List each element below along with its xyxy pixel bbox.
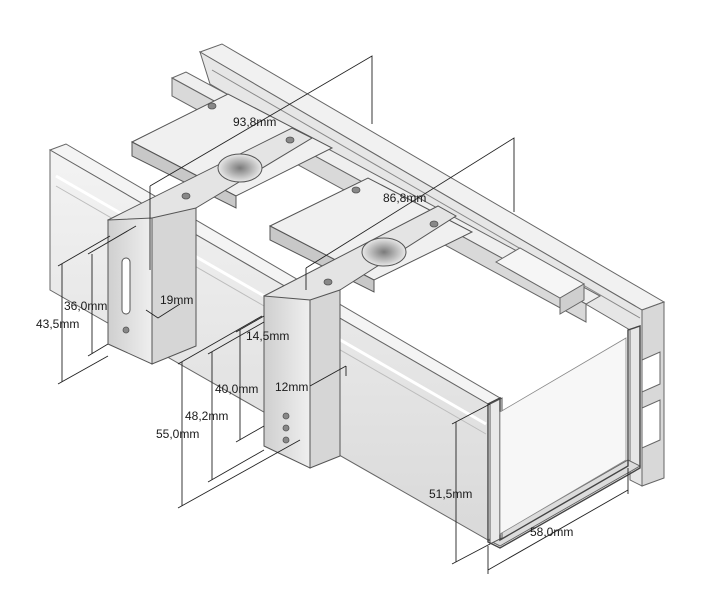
dim-ext-40-0 (207, 321, 265, 355)
bracket-left-hole-small-2 (285, 136, 295, 144)
back-rail-side (641, 301, 665, 487)
label-40-0: 40,0mm (215, 382, 259, 396)
label-93-8: 93,8mm (233, 115, 277, 129)
dim-ext-bottom-a (207, 449, 265, 483)
dim-line-19 (145, 303, 181, 319)
dim-ext-36-0-top (87, 225, 137, 255)
bracket-right-hole-small-2 (429, 220, 439, 228)
back-rail-notch-2 (641, 399, 661, 449)
channel-inner-wall (489, 397, 503, 545)
bracket-right-hole-c (282, 436, 290, 444)
label-51-5: 51,5mm (429, 487, 473, 501)
bracket-right-hole-a (282, 412, 290, 420)
bracket-right-hole-small-1 (351, 186, 361, 194)
bracket-right (262, 177, 474, 469)
bracket-left-slot (121, 257, 131, 315)
dimension-lines (57, 55, 629, 574)
dim-line-12 (309, 365, 347, 387)
label-36-0: 36,0mm (64, 299, 108, 313)
bracket-right-upright-side (309, 289, 341, 469)
bracket-right-hole-small-3 (323, 278, 333, 286)
dim-ext-bottom-b (177, 439, 301, 509)
dim-line-93-8 (149, 55, 373, 187)
dim-ext-36-0-bottom (87, 343, 109, 357)
label-58-0: 58,0mm (530, 525, 574, 539)
bracket-left-hole-small-3 (181, 192, 191, 200)
dim-ext-14-5 (235, 315, 265, 333)
dim-ext-48-2 (177, 315, 263, 365)
label-19: 19mm (160, 293, 194, 307)
dim-ext-51-5-top (451, 403, 491, 425)
label-86-8: 86,8mm (383, 191, 427, 205)
dim-ext-43-5-top (57, 235, 111, 267)
bracket-right-hole-b (282, 424, 290, 432)
label-14-5: 14,5mm (246, 329, 290, 343)
dim-ext-51-5-bottom (451, 543, 491, 565)
dim-line-86-8 (305, 137, 515, 269)
dim-ext-bottom-c (235, 425, 265, 443)
dim-ext-43-5-bottom (57, 355, 109, 385)
label-48-2: 48,2mm (185, 409, 229, 423)
label-12: 12mm (275, 380, 309, 394)
bracket-right-countersink (361, 237, 407, 267)
channel-inner-back (499, 337, 627, 535)
back-rail-notch-1 (641, 351, 661, 393)
label-55-0: 55,0mm (156, 427, 200, 441)
bracket-left-countersink (217, 153, 263, 183)
bracket-left-upright-side (151, 207, 197, 365)
bracket-left-hole-lower (122, 326, 130, 334)
label-43-5: 43,5mm (36, 317, 80, 331)
dim-line-58-0 (487, 489, 629, 571)
bracket-left-hole-small-1 (207, 102, 217, 110)
middle-rail-clip-side (559, 283, 585, 315)
bracket-left (106, 93, 334, 365)
